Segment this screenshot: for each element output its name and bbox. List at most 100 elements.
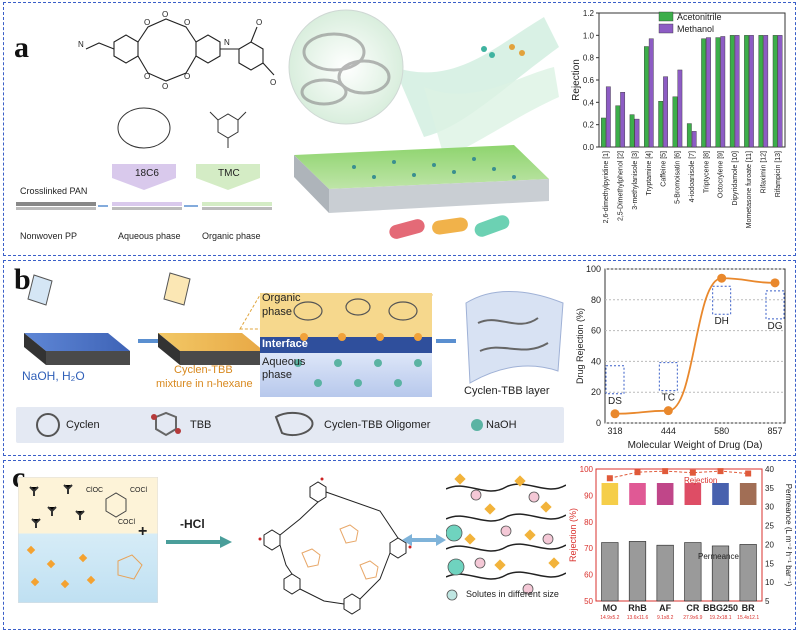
chart-c-permeance-bar xyxy=(628,541,647,602)
chart-c-xtick-label: CR xyxy=(686,603,699,613)
chart-a-bar xyxy=(663,76,668,148)
chart-a-ytick-label: 1.2 xyxy=(583,9,595,18)
svg-text:N: N xyxy=(224,38,230,47)
chart-a-xtick-label: Tryptamine [4] xyxy=(646,151,653,196)
chart-a-bar xyxy=(744,35,749,148)
chart-a-bar xyxy=(601,117,606,148)
step-organic-phase: Organic phase xyxy=(202,231,261,241)
svg-text:O: O xyxy=(256,18,262,27)
chart-b-point-label: DS xyxy=(608,396,622,407)
chart-c-y2tick-label: 30 xyxy=(765,503,774,512)
chart-c-y2tick-label: 5 xyxy=(765,597,770,606)
reaction-arrow xyxy=(166,536,232,548)
chart-b-ytick-label: 20 xyxy=(591,387,601,397)
svg-text:N: N xyxy=(78,40,84,49)
legend-naoh: NaOH xyxy=(486,419,517,431)
svg-text:O: O xyxy=(184,72,190,81)
chart-a-bar xyxy=(686,123,692,148)
chart-a-ylabel: Rejection xyxy=(571,59,582,101)
chart-a-legend-swatch xyxy=(658,11,674,22)
chart-c-y2tick-label: 10 xyxy=(765,578,774,587)
chart-c-vial-swatch xyxy=(684,483,702,505)
chart-a-xtick-label: Dipyridamole [10] xyxy=(732,151,739,206)
chart-b-point xyxy=(663,406,673,416)
chart-a-bar xyxy=(648,38,654,148)
svg-text:O: O xyxy=(144,18,150,27)
phase2-text: phase xyxy=(262,369,292,381)
membrane-illustration xyxy=(288,9,559,239)
chart-a-ytick-label: 0.4 xyxy=(583,98,595,107)
chart-a-xtick-label: Rifampicin [13] xyxy=(775,151,782,197)
chart-c-size-label: 27.9x6.9 xyxy=(683,615,702,621)
chart-a-ytick-label: 0.8 xyxy=(583,54,595,63)
chart-a-legend-label: Methanol xyxy=(677,24,714,34)
chart-c-vial-swatch xyxy=(601,483,619,505)
chart-b-line xyxy=(614,277,776,415)
chart-c-y2label: Permeance (L m⁻² h⁻¹ bar⁻¹) xyxy=(784,484,793,587)
chart-a-xtick-label: Mometasone furoate [11] xyxy=(746,151,753,228)
naoh-text: NaOH, H₂O xyxy=(22,369,85,383)
chart-c-ytick-label: 60 xyxy=(584,571,593,580)
chart-b-ytick-label: 80 xyxy=(591,295,601,305)
chart-a-bar xyxy=(772,35,778,148)
chart-c-ytick-label: 70 xyxy=(584,544,593,553)
chart-a-bar xyxy=(758,35,764,148)
chart-c-vial-swatch xyxy=(656,483,674,505)
chart-c-y2tick-label: 15 xyxy=(765,559,774,568)
monomer-18c6-label: 18C6 xyxy=(135,168,159,179)
svg-text:O: O xyxy=(144,72,150,81)
chart-a-xtick-label: 3-methylanisole [3] xyxy=(632,151,639,210)
chart-c-xtick-label: BR xyxy=(742,603,755,613)
chart-a-bar xyxy=(691,131,697,148)
panel-b-label: b xyxy=(14,263,31,296)
chart-c-size-label: 9.1x8.2 xyxy=(657,615,674,621)
chart-c-ytick-label: 90 xyxy=(584,491,593,500)
polymer-structure xyxy=(258,477,412,615)
step-aqueous-phase: Aqueous phase xyxy=(118,231,181,241)
svg-text:O: O xyxy=(184,18,190,27)
fabrication-illustration xyxy=(24,272,564,397)
selective-membrane xyxy=(446,473,566,601)
chart-a-bar xyxy=(615,105,621,148)
legend-tbb: TBB xyxy=(190,419,212,431)
chart-a-bar xyxy=(720,36,726,148)
chart-c-y2tick-label: 20 xyxy=(765,540,774,549)
chart-b-point xyxy=(717,273,727,283)
cocl-text-1: COCl xyxy=(130,487,148,494)
chart-b-xtick-label: 580 xyxy=(714,426,729,436)
chart-c-xtick-label: RhB xyxy=(628,603,647,613)
chart-b-xtick-label: 444 xyxy=(661,426,676,436)
chart-c-size-label: 14.9x5.2 xyxy=(600,615,619,621)
chart-a-legend-label: Acetonitrile xyxy=(677,12,722,22)
chart-a-bar xyxy=(749,35,754,148)
hcl-text: -HCl xyxy=(180,517,205,531)
chart-a-ytick-label: 0.0 xyxy=(583,143,595,152)
chart-a-bar xyxy=(734,35,740,148)
chart-a-ytick-label: 0.2 xyxy=(583,121,595,130)
chart-c-rejection-point xyxy=(689,469,696,476)
chart-a-bar xyxy=(605,86,611,148)
organic-text: Organic xyxy=(262,292,301,304)
chart-b-point-label: DG xyxy=(768,321,783,332)
chart-a-bar xyxy=(763,35,769,148)
chart-c-permeance-bar xyxy=(711,545,730,602)
chart-a-bar xyxy=(715,37,721,148)
chart-c-xtick-label: BBG250 xyxy=(703,603,738,613)
chart-b-point-label: TC xyxy=(662,393,675,404)
panel-a-label: a xyxy=(14,31,29,64)
chart-b-xlabel: Molecular Weight of Drug (Da) xyxy=(628,440,763,451)
chart-c-permeance-bar xyxy=(739,544,757,602)
legend-cyclen: Cyclen xyxy=(66,419,100,431)
chart-a-xtick-label: 5-Bromoisatin [6] xyxy=(675,151,682,204)
chart-b-ytick-label: 100 xyxy=(586,264,601,274)
reactant-box xyxy=(18,477,158,603)
chart-c-size-label: 15.4x12.1 xyxy=(737,615,759,621)
step-nonwoven-pp: Nonwoven PP xyxy=(20,231,78,241)
legend-oligomer: Cyclen-TBB Oligomer xyxy=(324,419,431,431)
chart-a-xtick-label: 2,5-Dimethylphenol [2] xyxy=(617,151,624,221)
chart-c-permeance-annotation: Permeance xyxy=(698,552,739,561)
chart-b-point-label: DH xyxy=(714,316,728,327)
chart-b-point xyxy=(610,409,620,419)
chart-a-bar xyxy=(777,35,783,148)
